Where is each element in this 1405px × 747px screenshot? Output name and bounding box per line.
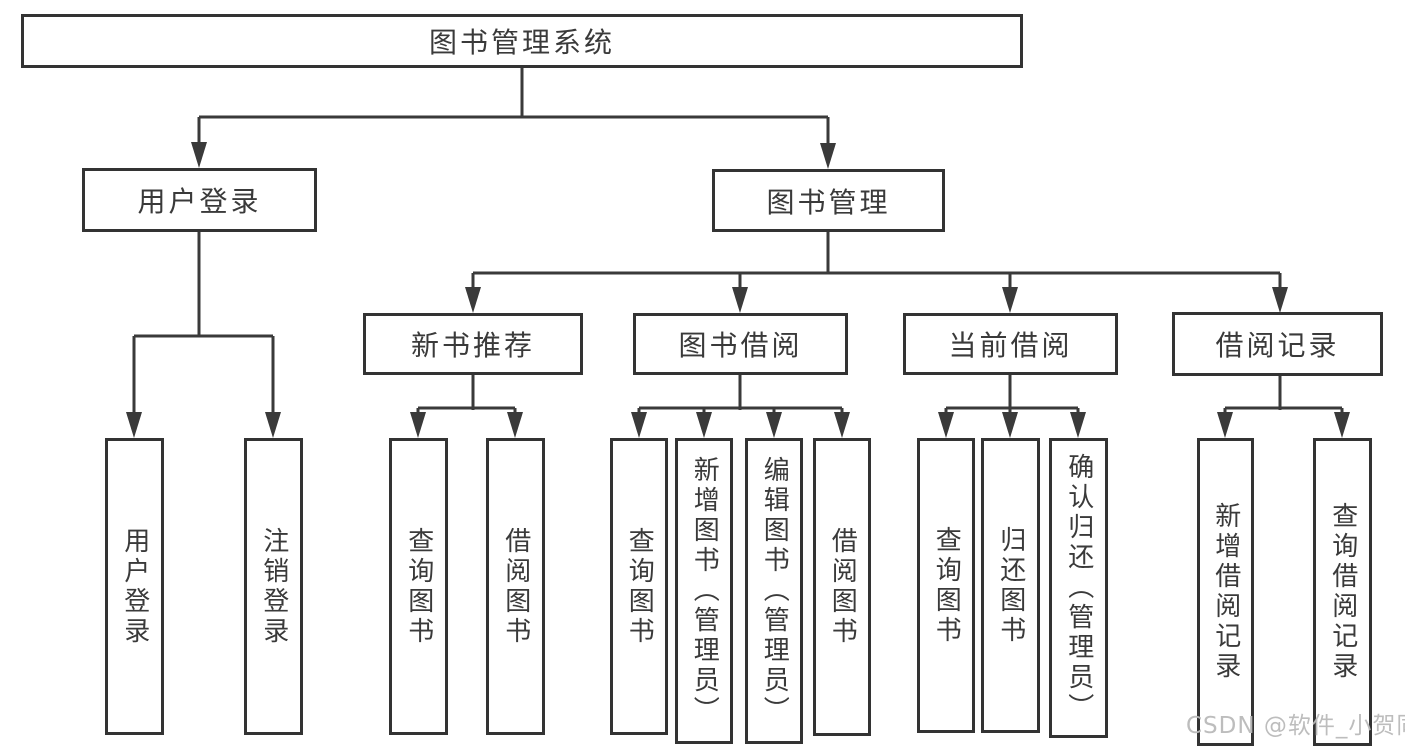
leaf-borrow-borrow-book: 借阅图书 <box>813 438 871 736</box>
arrowhead <box>1217 412 1233 438</box>
connector-newbook-to-leaves <box>410 375 523 438</box>
watermark: CSDN @软件_小贺同学 <box>1186 713 1405 739</box>
leaf-label: 查询图书 <box>931 525 962 646</box>
connector-line <box>197 68 830 145</box>
leaf-current-query-book: 查询图书 <box>917 438 975 733</box>
arrowhead <box>834 412 850 438</box>
connector-records-to-leaves <box>1217 375 1350 438</box>
leaf-label: 借阅图书 <box>827 527 858 647</box>
arrowhead <box>1334 412 1350 438</box>
connector-userlogin-to-leaves <box>126 232 281 438</box>
leaf-logout-login: 注销登录 <box>244 438 303 735</box>
connector-line <box>132 232 275 414</box>
node-user-login: 用户登录 <box>82 168 317 232</box>
node-current-borrow: 当前借阅 <box>903 313 1118 375</box>
node-new-book-recommend: 新书推荐 <box>363 313 583 375</box>
node-user-login-label: 用户登录 <box>137 185 262 218</box>
arrowhead <box>507 412 523 438</box>
node-root: 图书管理系统 <box>21 14 1023 68</box>
leaf-current-confirm-return-admin: 确认归还（管理员） <box>1049 438 1108 738</box>
connector-bookmgmt-to-level3 <box>465 232 1288 313</box>
leaf-label: 查询图书 <box>403 526 434 647</box>
node-current-borrow-label: 当前借阅 <box>948 329 1073 362</box>
arrowhead <box>820 143 836 169</box>
connector-line <box>637 375 844 414</box>
arrowhead <box>732 287 748 313</box>
arrowhead <box>410 412 426 438</box>
leaf-label: 归还图书 <box>995 525 1026 646</box>
arrowhead <box>191 142 207 168</box>
node-book-borrow-label: 图书借阅 <box>678 329 803 362</box>
node-book-borrow: 图书借阅 <box>633 313 848 375</box>
arrowhead <box>1002 412 1018 438</box>
connector-line <box>416 375 517 414</box>
leaf-current-return-book: 归还图书 <box>981 438 1040 733</box>
connector-line <box>1223 375 1344 414</box>
leaf-records-query-record: 查询借阅记录 <box>1313 438 1372 746</box>
leaf-label: 确认归还（管理员） <box>1063 453 1094 723</box>
arrowhead <box>265 412 281 438</box>
leaf-label: 编辑图书（管理员） <box>759 456 790 726</box>
node-new-book-recommend-label: 新书推荐 <box>410 329 535 362</box>
node-borrow-records: 借阅记录 <box>1172 312 1383 376</box>
connector-line <box>471 232 1282 289</box>
arrowhead <box>1070 412 1086 438</box>
leaf-borrow-edit-book-admin: 编辑图书（管理员） <box>745 438 803 744</box>
leaf-newbook-borrow-book: 借阅图书 <box>486 438 545 735</box>
arrowhead <box>696 412 712 438</box>
arrowhead <box>1002 287 1018 313</box>
node-book-management-label: 图书管理 <box>766 185 891 219</box>
arrowhead <box>938 412 954 438</box>
leaf-label: 查询借阅记录 <box>1327 502 1358 682</box>
leaf-user-login: 用户登录 <box>105 438 164 735</box>
node-book-management: 图书管理 <box>712 169 945 232</box>
leaf-label: 查询图书 <box>624 526 655 647</box>
arrowhead <box>1272 287 1288 313</box>
leaf-label: 新增借阅记录 <box>1210 502 1241 682</box>
leaf-label: 用户登录 <box>119 526 150 647</box>
leaf-borrow-add-book-admin: 新增图书（管理员） <box>675 438 733 744</box>
connector-root-to-level2 <box>191 68 836 169</box>
node-root-label: 图书管理系统 <box>428 26 615 59</box>
connector-borrow-to-leaves <box>631 375 850 438</box>
leaf-newbook-query-book: 查询图书 <box>389 438 448 735</box>
arrowhead <box>766 412 782 438</box>
leaf-records-add-record: 新增借阅记录 <box>1197 438 1254 746</box>
node-borrow-records-label: 借阅记录 <box>1215 329 1340 362</box>
connector-current-to-leaves <box>938 375 1086 438</box>
leaf-label: 借阅图书 <box>500 526 531 647</box>
arrowhead <box>465 287 481 313</box>
leaf-borrow-query-book: 查询图书 <box>610 438 668 735</box>
arrowhead <box>631 412 647 438</box>
connector-line <box>944 375 1080 414</box>
arrowhead <box>126 412 142 438</box>
leaf-label: 新增图书（管理员） <box>689 456 720 726</box>
leaf-label: 注销登录 <box>258 526 289 647</box>
